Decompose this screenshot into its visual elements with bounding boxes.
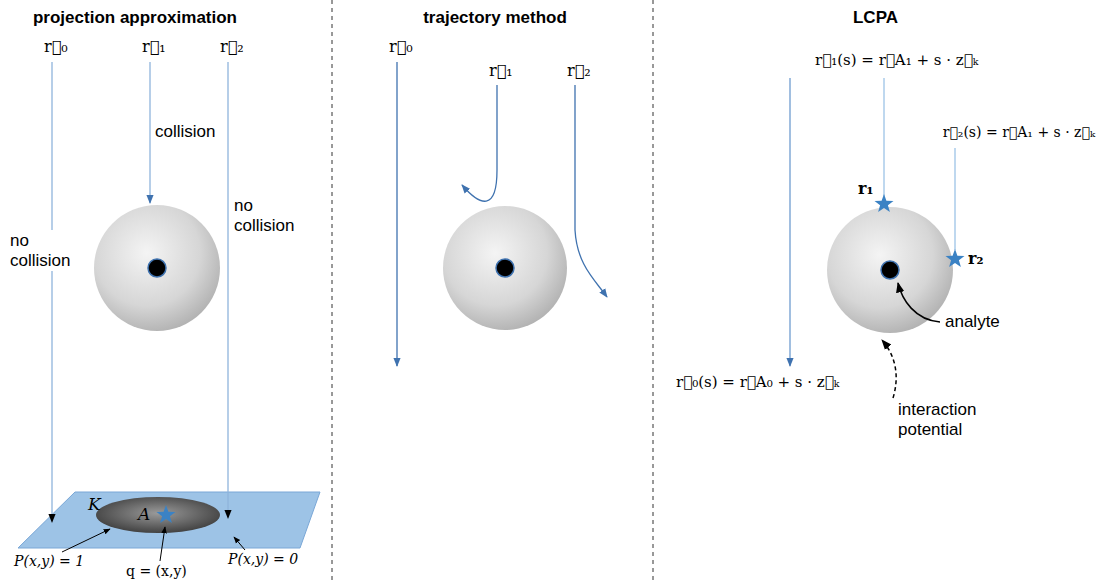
trajectory-curve [575, 85, 607, 297]
trajectory-line [954, 148, 955, 250]
trajectory-curve [462, 85, 497, 201]
trajectory-line [396, 62, 397, 366]
vector-label: r⃗₀ [44, 38, 68, 56]
panel-heading: LCPA [656, 8, 1095, 28]
leader-line [62, 529, 110, 552]
vector-label: r⃗₀ [389, 38, 413, 56]
point-star [946, 249, 965, 267]
point-label: r₂ [968, 250, 983, 268]
trajectory-line [789, 78, 790, 366]
vector-label: r⃗₁ [489, 62, 513, 80]
callout-label: analyte [945, 312, 1000, 332]
trajectory-equation: r⃗₀(s) = r⃗A₀ + s · z⃗ₖ [676, 374, 839, 391]
interaction-sphere [827, 207, 953, 333]
point-star [875, 194, 894, 212]
trajectory-line [149, 62, 150, 203]
callout-label: interaction potential [898, 400, 998, 439]
outcome-label: collision [155, 122, 215, 142]
point-star [157, 505, 176, 523]
plane-label: K [88, 495, 101, 515]
leader-line [160, 527, 165, 561]
projection-plane [18, 492, 320, 548]
vector-label: r⃗₂ [567, 62, 591, 80]
projected-area [96, 497, 220, 533]
trajectory-line [227, 62, 228, 518]
divider [653, 0, 654, 582]
analyte-dot [148, 259, 166, 277]
divider [332, 0, 333, 582]
trajectory-equation: r⃗₂(s) = r⃗A₁ + s · z⃗ₖ [943, 124, 1095, 140]
outcome-label: no collision [234, 196, 316, 235]
trajectory-line [883, 78, 884, 196]
interaction-sphere [443, 206, 567, 330]
panel-heading: trajectory method [340, 8, 650, 28]
vector-label: r⃗₁ [142, 38, 166, 56]
point-label: r₁ [858, 180, 873, 198]
region-label: P(x,y) = 0 [228, 551, 298, 567]
leader-line [234, 537, 245, 550]
analyte-dot [881, 261, 899, 279]
interaction-sphere [94, 205, 220, 331]
point-label: q = (x,y) [126, 563, 187, 579]
trajectory-line [51, 62, 52, 522]
leader-line [898, 283, 940, 322]
panel-heading: projection approximation [10, 8, 260, 28]
region-label: P(x,y) = 1 [14, 553, 84, 569]
leader-line [882, 340, 896, 398]
trajectory-equation: r⃗₁(s) = r⃗A₁ + s · z⃗ₖ [815, 52, 978, 69]
area-label: A [138, 505, 150, 525]
analyte-dot [496, 259, 514, 277]
vector-label: r⃗₂ [220, 38, 244, 56]
outcome-label: no collision [8, 230, 94, 271]
